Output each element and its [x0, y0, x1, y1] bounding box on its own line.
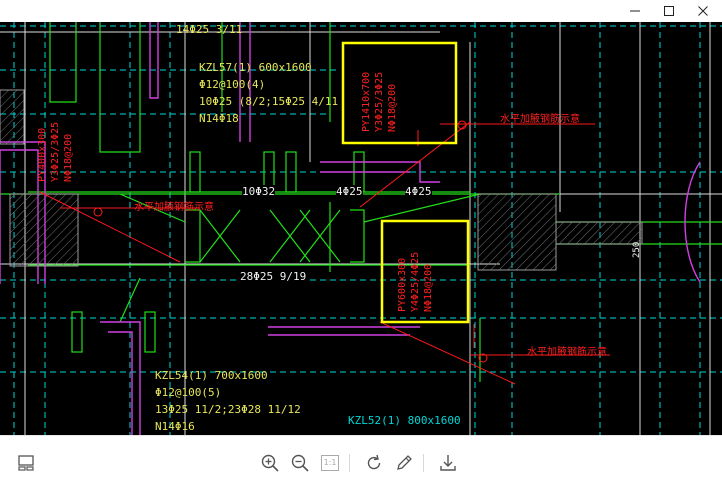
- kzl54-line4: N14Φ16: [155, 420, 195, 433]
- left-py-line2: Y3Φ25/3Φ25: [50, 121, 61, 182]
- window-bottom-edge: [0, 489, 722, 497]
- minimize-button[interactable]: [618, 0, 652, 22]
- edit-button[interactable]: [393, 452, 415, 474]
- highlight-box-1: [341, 41, 458, 145]
- cad-drawing: [0, 22, 722, 435]
- annotation-right-top: 水平加腋钢筋示意: [500, 114, 580, 125]
- actual-size-label: 1:1: [321, 455, 339, 471]
- rotate-button[interactable]: [363, 452, 385, 474]
- zoom-out-button[interactable]: [289, 452, 311, 474]
- box1-text: PY1410x700 Y3Φ25/3Φ25 NΦ18@200: [360, 72, 399, 132]
- download-button[interactable]: [437, 452, 459, 474]
- close-icon: [698, 6, 708, 16]
- kzl57-line2: Φ12@100(4): [199, 78, 266, 91]
- rebar-10-label: 10Φ32: [242, 185, 276, 198]
- toolbar-divider-2: [423, 454, 424, 472]
- box2-line1: PY600x300: [397, 257, 408, 312]
- rebar-28-label: 28Φ25 9/19: [240, 270, 307, 283]
- zoom-out-icon: [291, 454, 309, 472]
- kzl54-line1: KZL54(1) 700x1600: [155, 369, 268, 382]
- left-py-line1: PY400x300: [37, 127, 48, 182]
- dimension-label: 250: [632, 241, 642, 258]
- box2-line2: Y4Φ25/4Φ25: [410, 251, 421, 312]
- kzl57-line1: KZL57(1) 600x1600: [199, 61, 312, 74]
- kzl54-label: KZL54(1) 700x1600 Φ12@100(5) 13Φ25 11/2;…: [155, 367, 301, 435]
- highlight-box-2: [380, 219, 470, 324]
- drawing-viewer[interactable]: 14Φ25 3/11 KZL57(1) 600x1600 Φ12@100(4) …: [0, 22, 722, 435]
- rebar-4b-label: 4Φ25: [405, 185, 432, 198]
- box1-line3: NΦ18@200: [387, 83, 398, 132]
- layout-icon: [18, 455, 34, 471]
- box2-text: PY600x300 Y4Φ25/4Φ25 NΦ18@200: [396, 252, 435, 312]
- kzl57-line3: 10Φ25 (8/2;15Φ25 4/11: [199, 95, 339, 108]
- left-py-line3: NΦ18@200: [63, 133, 74, 182]
- window-titlebar: [0, 0, 722, 22]
- toolbar-divider: [349, 454, 350, 472]
- close-button[interactable]: [686, 0, 720, 22]
- zoom-in-icon: [261, 454, 279, 472]
- pencil-icon: [397, 455, 412, 470]
- box1-line1: PY1410x700: [361, 71, 372, 132]
- kzl57-label: KZL57(1) 600x1600 Φ12@100(4) 10Φ25 (8/2;…: [199, 59, 338, 127]
- top-rebar-label: 14Φ25 3/11: [176, 23, 243, 36]
- kzl54-line2: Φ12@100(5): [155, 386, 222, 399]
- viewer-toolbar: 1:1: [0, 435, 722, 490]
- annotation-right-bottom: 水平加腋钢筋示意: [527, 347, 607, 358]
- kzl52-line1: KZL52(1) 800x1600: [348, 414, 461, 427]
- rotate-icon: [367, 454, 381, 470]
- annotation-left: 水平加腋钢筋示意: [134, 202, 214, 213]
- layout-button[interactable]: [15, 452, 37, 474]
- maximize-icon: [664, 6, 674, 16]
- download-icon: [440, 455, 456, 471]
- kzl57-line4: N14Φ18: [199, 112, 239, 125]
- actual-size-button[interactable]: 1:1: [319, 452, 341, 474]
- kzl52-label: KZL52(1) 800x1600: [348, 414, 461, 427]
- rebar-4a-label: 4Φ25: [336, 185, 363, 198]
- zoom-in-button[interactable]: [259, 452, 281, 474]
- box2-line3: NΦ18@200: [423, 263, 434, 312]
- kzl54-line3: 13Φ25 11/2;23Φ28 11/12: [155, 403, 301, 416]
- box1-line2: Y3Φ25/3Φ25: [374, 71, 385, 132]
- maximize-button[interactable]: [652, 0, 686, 22]
- left-py-text: PY400x300 Y3Φ25/3Φ25 NΦ18@200: [36, 122, 75, 182]
- minimize-icon: [630, 10, 640, 12]
